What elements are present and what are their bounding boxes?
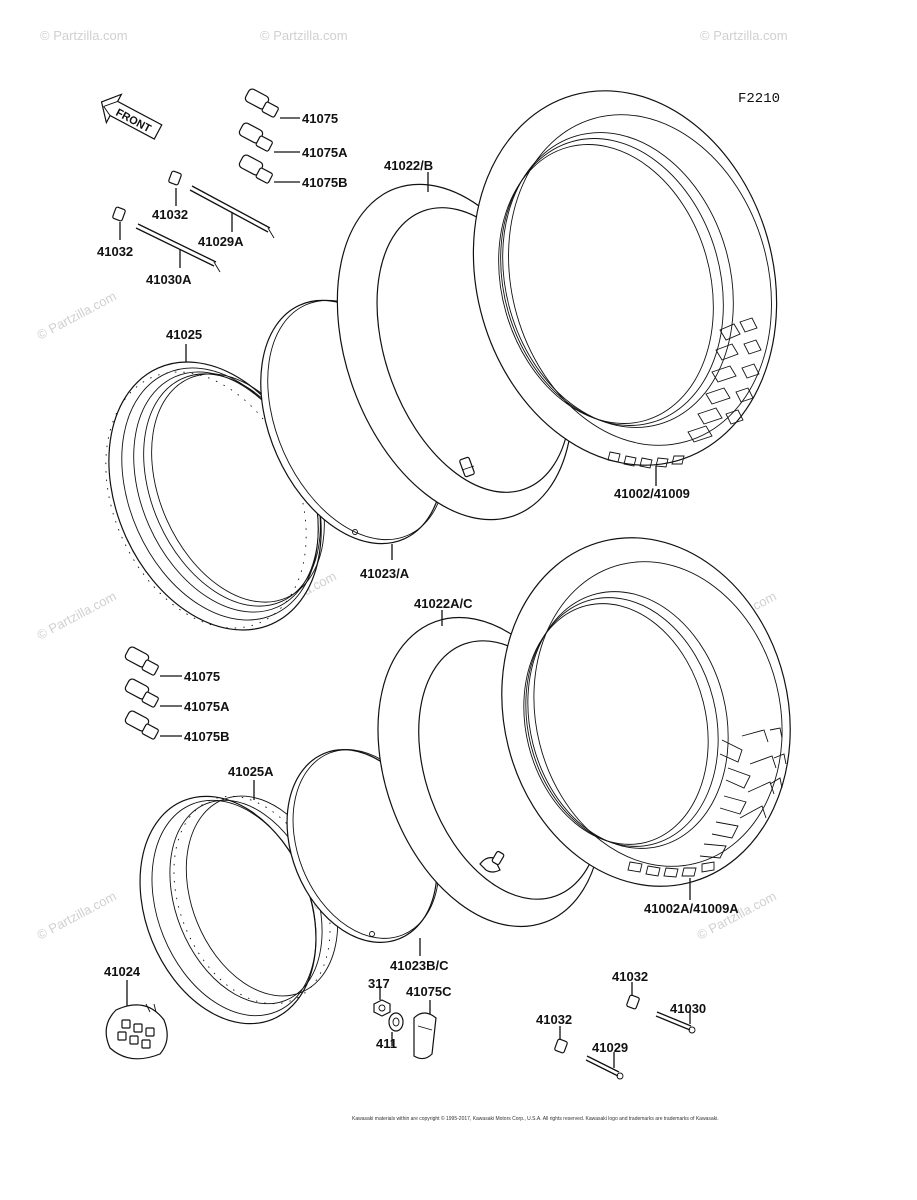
label-41032-d: 41032 [536, 1012, 572, 1027]
spoke-41029[interactable] [585, 1055, 624, 1080]
label-41075C: 41075C [406, 984, 452, 999]
valve-cap-41075B-bottom[interactable] [124, 710, 159, 740]
label-41032-c: 41032 [612, 969, 648, 984]
watermark-text: © Partzilla.com [700, 28, 788, 43]
label-41030: 41030 [670, 1001, 706, 1016]
spoke-nipple-41032-d[interactable] [554, 1038, 568, 1054]
tread-pattern [607, 317, 762, 469]
tube-valve-stem [459, 456, 475, 478]
label-41025: 41025 [166, 327, 202, 342]
label-41023A: 41023/A [360, 566, 410, 581]
valve-cap-41075-bottom[interactable] [124, 646, 159, 676]
watermark-text: © Partzilla.com [34, 888, 118, 942]
nut-317[interactable] [373, 999, 391, 1017]
spoke-nipple-41032-b[interactable] [112, 206, 126, 222]
watermark-text: © Partzilla.com [34, 588, 118, 642]
spoke-nipple-41032-c[interactable] [626, 994, 640, 1010]
label-41075B-top: 41075B [302, 175, 348, 190]
spoke-41030A[interactable] [135, 223, 221, 273]
label-41030A: 41030A [146, 272, 192, 287]
tube-valve-stem [479, 850, 505, 873]
label-41032-a: 41032 [152, 207, 188, 222]
valve-cap-41075-top[interactable] [244, 88, 279, 118]
label-41075-bottom: 41075 [184, 669, 220, 684]
label-41029: 41029 [592, 1040, 628, 1055]
label-41002A-41009A: 41002A/41009A [644, 901, 739, 916]
label-41022B: 41022/B [384, 158, 433, 173]
watermark-text: © Partzilla.com [34, 288, 118, 342]
washer-411[interactable] [388, 1012, 404, 1032]
label-41029A: 41029A [198, 234, 244, 249]
label-41032-b: 41032 [97, 244, 133, 259]
spoke-41030[interactable] [655, 1011, 696, 1034]
spoke-nipple-41032-a[interactable] [168, 170, 182, 186]
tire-41002A-41009A[interactable] [466, 507, 827, 917]
valve-41075C[interactable] [413, 1012, 437, 1060]
balance-weight-41024[interactable] [105, 1003, 168, 1060]
diagram-code: F2210 [738, 91, 780, 107]
valve-cap-41075A-bottom[interactable] [124, 678, 159, 708]
watermark-text: © Partzilla.com [40, 28, 128, 43]
label-41023BC: 41023B/C [390, 958, 449, 973]
spoke-41029A[interactable] [189, 185, 275, 239]
label-41075A-top: 41075A [302, 145, 348, 160]
tread-pattern [627, 727, 787, 878]
tire-41002-41009[interactable] [430, 55, 819, 502]
valve-cap-41075A-top[interactable] [238, 122, 273, 152]
label-41025A: 41025A [228, 764, 274, 779]
label-41002-41009: 41002/41009 [614, 486, 690, 501]
valve-cap-41075B-top[interactable] [238, 154, 273, 184]
watermark-text: © Partzilla.com [260, 28, 348, 43]
copyright-text: Kawasaki materials within are copyright … [352, 1115, 719, 1122]
front-arrow-icon: FRONT [100, 93, 163, 140]
label-41075-top: 41075 [302, 111, 338, 126]
label-41075A-bottom: 41075A [184, 699, 230, 714]
label-41022AC: 41022A/C [414, 596, 473, 611]
label-317: 317 [368, 976, 390, 991]
label-411: 411 [376, 1036, 397, 1051]
label-41024: 41024 [104, 964, 141, 979]
label-41075B-bottom: 41075B [184, 729, 230, 744]
